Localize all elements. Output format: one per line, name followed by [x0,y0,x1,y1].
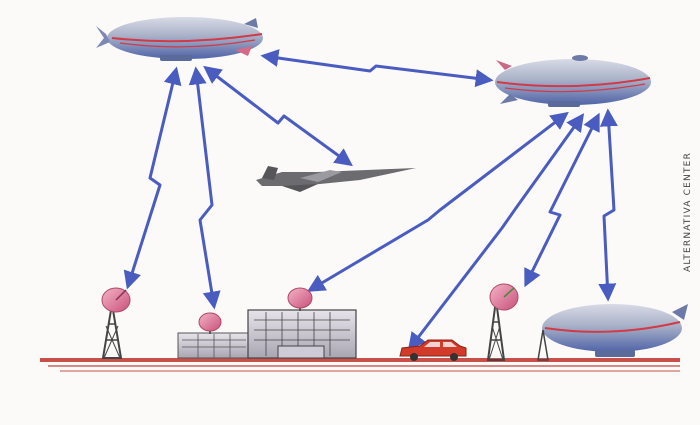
airship-icon [495,55,651,107]
link-airship1-left-tower [123,66,182,290]
airship-icon [96,17,263,61]
radio-tower-icon [101,303,123,359]
link-airship2-rooftop-dish [306,111,569,292]
link-airship1-airship2 [260,49,494,88]
link-airship1-building-dish [188,66,221,310]
airship-icon [537,304,688,361]
car-icon [399,339,467,361]
satellite-dish-icon [287,287,313,311]
ground [40,358,680,372]
satellite-dish-icon [101,287,131,313]
radio-tower-icon [486,299,506,361]
link-airship2-airship3 [598,108,618,302]
building-icon [177,309,357,359]
link-airship2-right-tower [524,112,600,288]
aircraft-icon [256,166,416,192]
communication-links [123,49,618,351]
link-airship1-aircraft [203,65,353,167]
watermark-text: ALTERNATIVA CENTER [683,151,693,273]
satellite-dish-icon [489,283,519,311]
satellite-dish-icon [198,312,222,334]
link-airship2-car [407,113,585,351]
